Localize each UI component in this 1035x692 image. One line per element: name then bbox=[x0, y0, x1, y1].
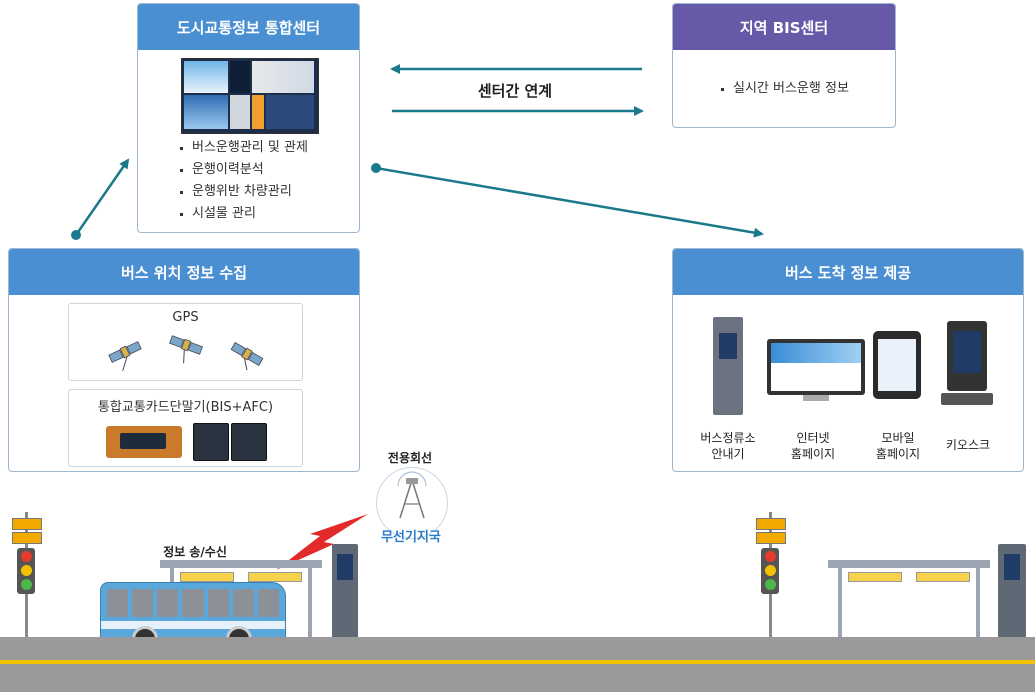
device-label-kiosk: 키오스크 bbox=[945, 438, 991, 452]
center-item: 운행위반 차량관리 bbox=[180, 181, 308, 203]
device-label-internet: 인터넷 홈페이지 bbox=[790, 431, 836, 461]
arrival-info-box: 버스 도착 정보 제공 버스정류소 안내기 인터넷 홈페이지 모바일 홈페이지 … bbox=[672, 248, 1024, 472]
integrated-center-box: 도시교통정보 통합센터 버스운행관리 및 관제 운행이력분석 운행위반 차량관리… bbox=[137, 3, 360, 233]
arrow-dot-center bbox=[371, 163, 381, 173]
center-item: 시설물 관리 bbox=[180, 203, 308, 225]
road bbox=[0, 637, 1035, 692]
regional-bis-title: 지역 BIS센터 bbox=[673, 4, 895, 50]
center-item: 버스운행관리 및 관제 bbox=[180, 137, 308, 159]
arrow-dot-collection bbox=[71, 230, 81, 240]
integrated-center-title: 도시교통정보 통합센터 bbox=[138, 4, 359, 50]
base-station-label: 무선기지국 bbox=[381, 530, 441, 545]
stop-display-pole-right bbox=[998, 544, 1026, 638]
kiosk-device bbox=[947, 321, 987, 391]
bus-shelter-right bbox=[828, 560, 990, 638]
card-terminal-device bbox=[106, 426, 182, 458]
traffic-light-left bbox=[10, 512, 44, 638]
satellite-icons bbox=[108, 335, 264, 371]
arrow-to-provision bbox=[375, 166, 764, 238]
gps-panel: GPS bbox=[68, 303, 303, 381]
bus-location-box: 버스 위치 정보 수집 GPS 통합교통카드단 bbox=[8, 248, 360, 472]
stop-display-pole-left bbox=[332, 544, 358, 638]
card-reader-device bbox=[231, 423, 267, 461]
bus-location-title: 버스 위치 정보 수집 bbox=[9, 249, 359, 295]
wireless-signal-bolt bbox=[276, 514, 368, 570]
monitor-device bbox=[767, 339, 865, 395]
link-label: 센터간 연계 bbox=[477, 82, 553, 100]
dedicated-line-label: 전용회선 bbox=[387, 451, 433, 465]
card-terminal-title: 통합교통카드단말기(BIS+AFC) bbox=[97, 400, 274, 415]
traffic-light-right bbox=[754, 512, 788, 638]
antenna-tower-icon bbox=[397, 471, 427, 519]
gps-title: GPS bbox=[172, 310, 199, 325]
control-room-screen bbox=[181, 58, 319, 134]
base-station-circle bbox=[376, 467, 448, 539]
device-label-stop-display: 버스정류소 안내기 bbox=[700, 431, 756, 461]
regional-bis-box: 지역 BIS센터 실시간 버스운행 정보 bbox=[672, 3, 896, 128]
stop-display-device bbox=[713, 317, 743, 415]
card-terminal-panel: 통합교통카드단말기(BIS+AFC) bbox=[68, 389, 303, 467]
arrow-to-center bbox=[74, 158, 130, 236]
tx-rx-label: 정보 송/수신 bbox=[163, 545, 227, 559]
center-item: 운행이력분석 bbox=[180, 159, 308, 181]
regional-item: 실시간 버스운행 정보 bbox=[721, 78, 849, 100]
bus bbox=[100, 582, 286, 644]
road-center-line bbox=[0, 660, 1035, 664]
tablet-device bbox=[873, 331, 921, 399]
card-reader-device bbox=[193, 423, 229, 461]
arrival-info-title: 버스 도착 정보 제공 bbox=[673, 249, 1023, 295]
device-label-mobile: 모바일 홈페이지 bbox=[875, 431, 921, 461]
